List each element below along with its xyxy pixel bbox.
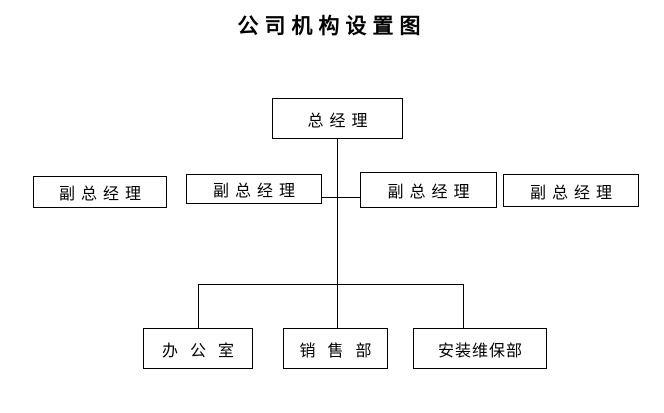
connector-deputy-stub xyxy=(322,196,360,198)
org-box-deputy-1-label: 副总经理 xyxy=(58,186,147,203)
org-box-deputy-4-label: 副总经理 xyxy=(529,184,618,202)
org-box-install-maintenance-label: 安装维保部 xyxy=(437,342,523,360)
org-box-sales: 销 售 部 xyxy=(283,328,388,369)
org-box-general-manager-label: 总经理 xyxy=(307,112,374,130)
org-box-deputy-2-label: 副总经理 xyxy=(212,183,301,200)
org-box-general-manager: 总经理 xyxy=(272,98,403,139)
org-box-sales-label: 销 售 部 xyxy=(299,342,376,360)
org-box-deputy-3-label: 副总经理 xyxy=(387,184,476,201)
org-box-deputy-3: 副总经理 xyxy=(360,172,497,208)
org-box-deputy-2: 副总经理 xyxy=(186,174,322,204)
connector-root-vertical xyxy=(336,139,338,328)
page-title: 公司机构设置图 xyxy=(237,14,427,38)
org-box-deputy-4: 副总经理 xyxy=(503,174,639,207)
connector-drop-install xyxy=(462,284,464,329)
org-box-deputy-1: 副总经理 xyxy=(33,176,167,208)
org-box-install-maintenance: 安装维保部 xyxy=(413,328,547,369)
connector-departments-horizontal xyxy=(197,283,464,285)
connector-drop-office xyxy=(197,284,199,329)
org-box-office-label: 办 公 室 xyxy=(161,342,238,360)
org-box-office: 办 公 室 xyxy=(143,328,253,369)
